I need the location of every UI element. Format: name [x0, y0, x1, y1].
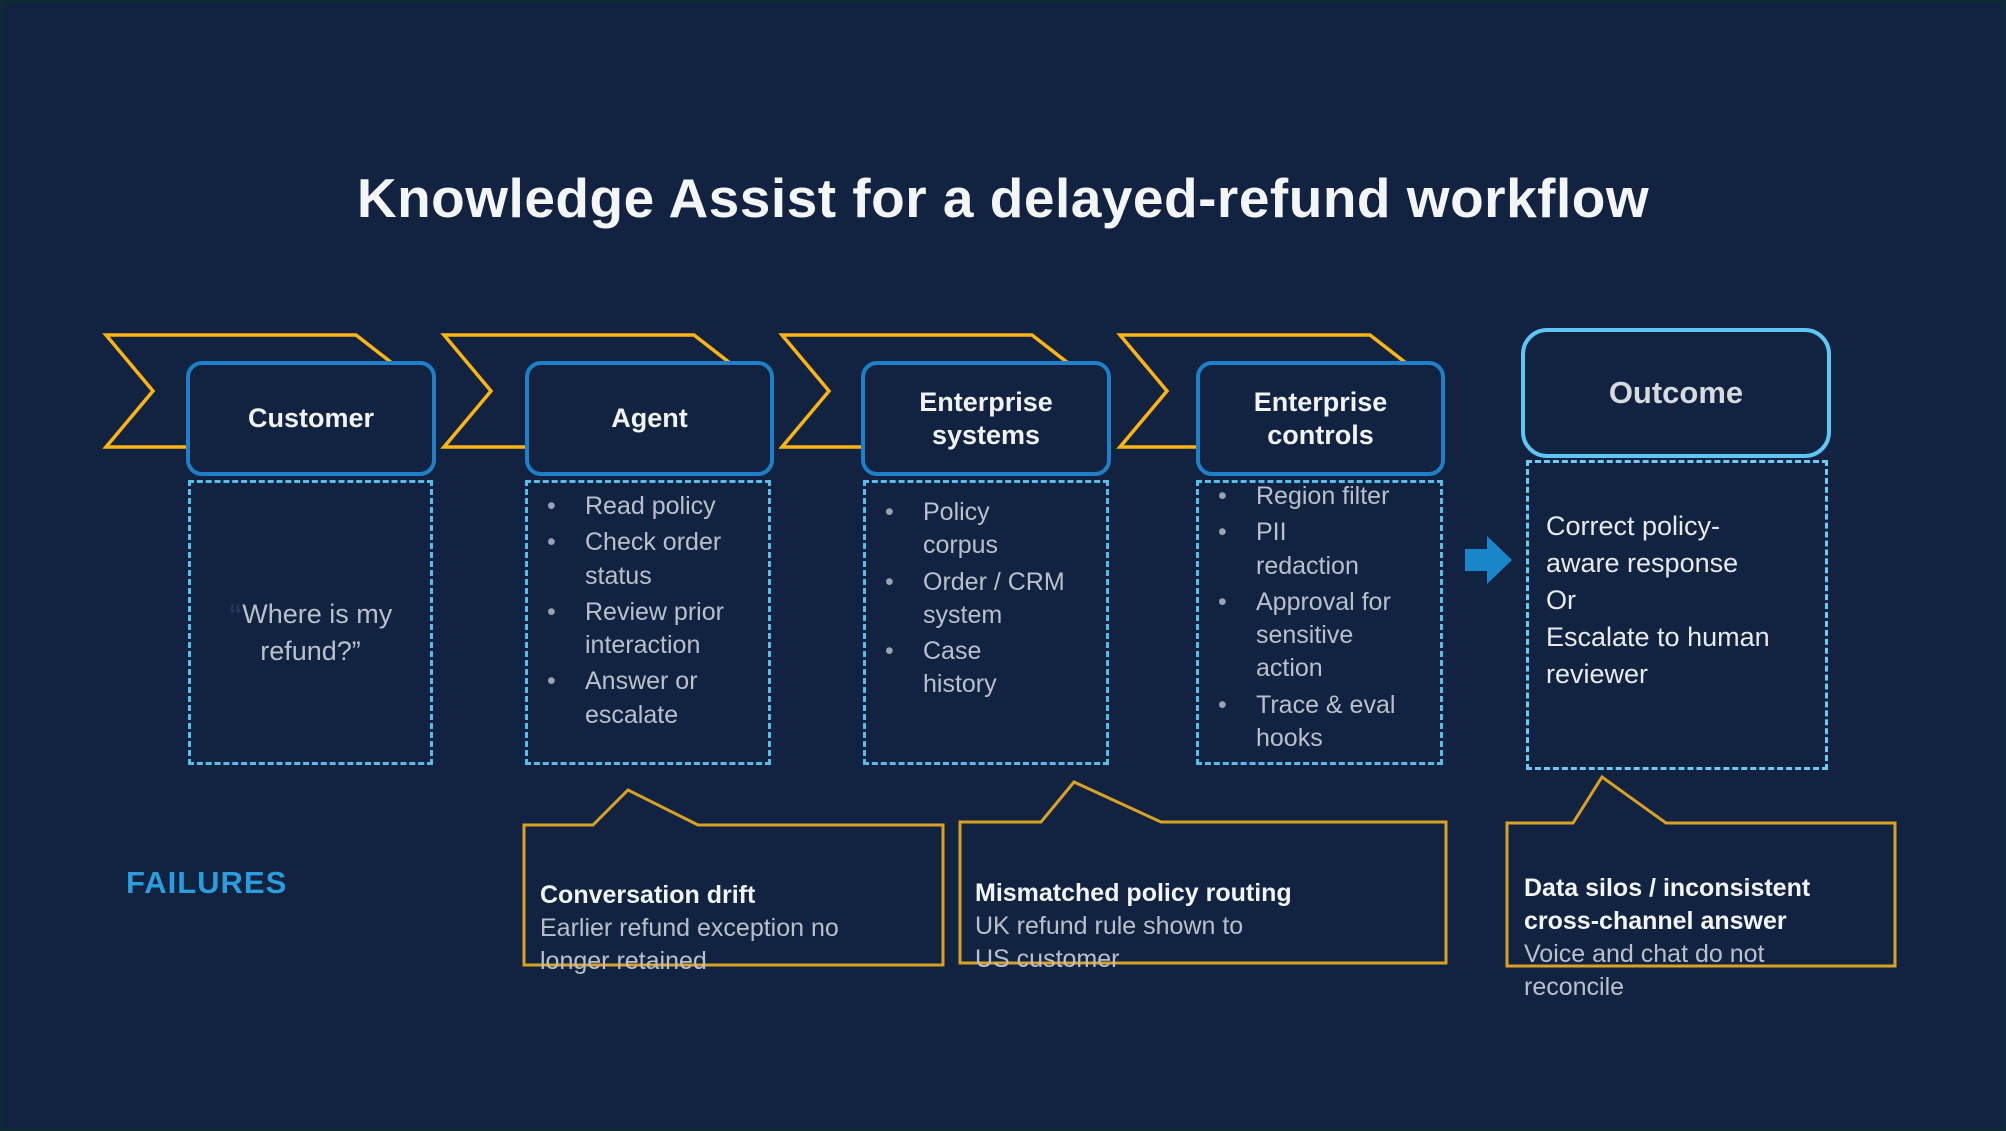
failure-callout-data-silos: Data silos / inconsistent cross-channel … [1524, 839, 1888, 1004]
list-item: •Read policy [525, 490, 771, 523]
bullet-icon: • [885, 567, 894, 596]
stage-detail-box-enterprise-systems [863, 480, 1109, 765]
bullet-icon: • [1218, 518, 1227, 547]
list-item: •Trace & eval hooks [1196, 689, 1443, 756]
list-item: •Answer or escalate [525, 665, 771, 732]
bullet-icon: • [1218, 482, 1227, 510]
stage-detail-box-customer [188, 480, 433, 765]
list-item: •Case history [863, 635, 1109, 702]
stage-detail-box-outcome [1526, 460, 1828, 770]
failures-label: FAILURES [126, 865, 288, 900]
outcome-body-text: Correct policy- aware response Or Escala… [1546, 511, 1770, 689]
list-item: •Approval for sensitive action [1196, 586, 1443, 686]
list-item: •Region filter [1196, 480, 1443, 513]
list-item: •PII redaction [1196, 516, 1443, 583]
customer-quote: “Where is my refund?” [188, 560, 433, 669]
bullet-icon: • [885, 498, 894, 526]
stage-header-customer: Customer [186, 361, 436, 476]
enterprise-systems-bullet-list: •Policy corpus •Order / CRM system •Case… [863, 496, 1109, 705]
callout-body: UK refund rule shown to US customer [975, 912, 1244, 973]
list-item: •Review prior interaction [525, 596, 771, 663]
list-item: •Order / CRM system [863, 566, 1109, 633]
flow-arrow-icon [1465, 536, 1512, 584]
bullet-icon: • [1218, 690, 1227, 719]
list-item: •Policy corpus [863, 496, 1109, 563]
bullet-icon: • [547, 492, 556, 520]
callout-title: Mismatched policy routing [975, 879, 1292, 907]
enterprise-controls-bullet-list: •Region filter •PII redaction •Approval … [1196, 480, 1443, 758]
bullet-icon: • [547, 597, 556, 626]
list-item: •Check order status [525, 526, 771, 593]
bullet-icon: • [547, 667, 556, 696]
agent-bullet-list: •Read policy •Check order status •Review… [525, 490, 771, 735]
stage-header-agent: Agent [525, 361, 774, 476]
callout-outline-3 [1505, 774, 1897, 968]
callout-outline-1 [522, 788, 945, 967]
stage-detail-box-agent [525, 480, 771, 765]
stage-header-outcome: Outcome [1521, 328, 1831, 458]
decor-layer [102, 333, 1897, 968]
failure-callout-mismatched-policy-routing: Mismatched policy routing UK refund rule … [975, 844, 1437, 976]
page-title: Knowledge Assist for a delayed-refund wo… [356, 167, 1650, 229]
callout-title: Data silos / inconsistent cross-channel … [1524, 874, 1811, 935]
callout-body: Voice and chat do not reconcile [1524, 940, 1765, 1001]
bullet-icon: • [1218, 587, 1227, 616]
open-quote-mark: “ [228, 599, 243, 630]
callout-outline-2 [958, 780, 1448, 965]
stage-header-enterprise-systems: Enterprise systems [861, 361, 1111, 476]
callout-title: Conversation drift [540, 881, 756, 909]
callout-body: Earlier refund exception no longer retai… [540, 914, 839, 975]
stage-header-enterprise-controls: Enterprise controls [1196, 361, 1445, 476]
customer-quote-text: Where is my refund?” [242, 599, 393, 666]
stage-detail-box-enterprise-controls [1196, 480, 1443, 765]
bullet-icon: • [547, 528, 556, 557]
bullet-icon: • [885, 637, 894, 665]
